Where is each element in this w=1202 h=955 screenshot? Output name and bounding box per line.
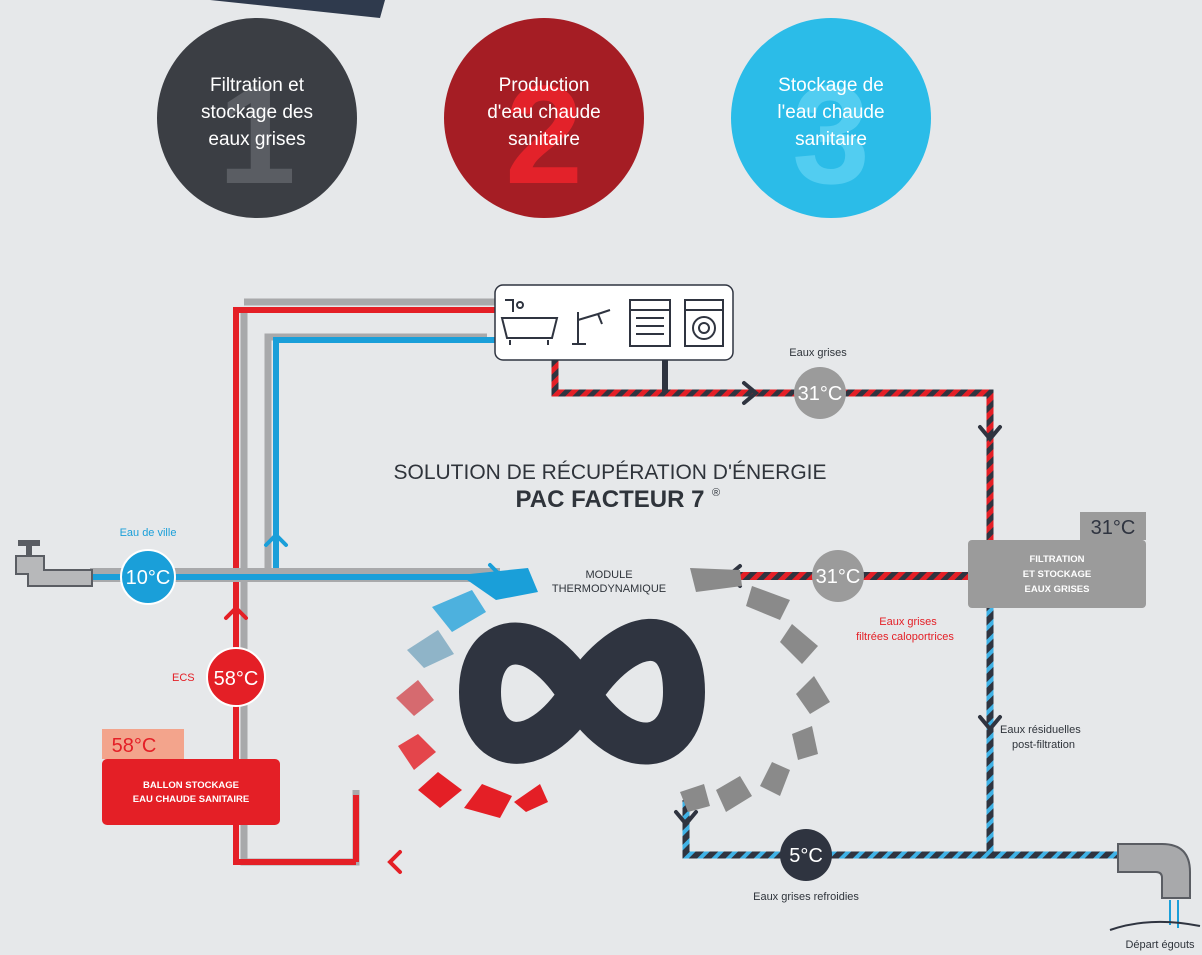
- label-eaux-grises: Eaux grises: [789, 347, 847, 359]
- ballon-temp-tag: 58°C: [112, 735, 157, 757]
- step-2-number: 2: [505, 56, 583, 213]
- top-banner-shape: [210, 0, 385, 18]
- filtration-temp-tag: 31°C: [1091, 517, 1136, 539]
- temp-cooled-value: 5°C: [789, 845, 823, 867]
- arrow-right-icon: [742, 381, 760, 405]
- step-2: 2 Production d'eau chaude sanitaire: [444, 18, 644, 218]
- step-1: 1 Filtration et stockage des eaux grises: [157, 18, 357, 218]
- ballon-line2: EAU CHAUDE SANITAIRE: [133, 794, 249, 805]
- grey-water-pipe: [551, 360, 994, 545]
- filtration-line1: FILTRATION: [1029, 554, 1084, 565]
- step-3-circle: [731, 18, 931, 218]
- step-3-number: 3: [792, 56, 870, 213]
- step-2-line1: Production: [499, 75, 590, 96]
- thermodynamic-module: MODULE THERMODYNAMIQUE: [396, 568, 830, 818]
- title-line2: PAC FACTEUR 7: [516, 486, 705, 513]
- bathtub-icon: [500, 299, 559, 345]
- title-mark: ®: [712, 487, 720, 499]
- step-3: 3 Stockage de l'eau chaude sanitaire: [731, 18, 931, 218]
- label-eau-de-ville: Eau de ville: [120, 527, 177, 539]
- filtration-line3: EAUX GRISES: [1025, 584, 1090, 595]
- step-1-line3: eaux grises: [208, 129, 305, 150]
- step-1-line2: stockage des: [201, 102, 313, 123]
- ballon-line1: BALLON STOCKAGE: [143, 780, 239, 791]
- label-filtered-1: Eaux grises: [879, 616, 937, 628]
- arrow-down-icon: [674, 810, 698, 828]
- step-2-line2: d'eau chaude: [487, 102, 601, 123]
- module-label-line1: MODULE: [585, 569, 632, 581]
- cold-water-pipe: [90, 333, 500, 582]
- arrow-up-icon: [224, 605, 248, 620]
- dishwasher-icon: [629, 299, 671, 347]
- temp-city-water: 10°C: [120, 549, 176, 605]
- appliances-panel: [494, 284, 734, 361]
- sewer-outlet-icon: [1109, 843, 1201, 931]
- step-3-line2: l'eau chaude: [777, 102, 884, 123]
- arrow-down-icon: [978, 715, 1002, 733]
- step-2-circle: [444, 18, 644, 218]
- faucet-icon: [572, 309, 611, 345]
- hot-water-pipe: [233, 298, 495, 866]
- step-1-line1: Filtration et: [210, 75, 305, 96]
- temp-grey-in-value: 31°C: [798, 383, 843, 405]
- label-ecs: ECS: [172, 672, 195, 684]
- temp-cooled: 5°C: [780, 829, 832, 881]
- step-1-number: 1: [218, 56, 296, 213]
- arrow-down-icon: [978, 425, 1002, 443]
- temp-grey-filtered: 31°C: [812, 550, 864, 602]
- module-label-line2: THERMODYNAMIQUE: [552, 583, 666, 595]
- temp-ecs: 58°C: [206, 647, 266, 707]
- temp-city-water-value: 10°C: [126, 567, 171, 589]
- arrow-left-icon: [387, 850, 402, 874]
- label-sewer: Départ égouts: [1125, 939, 1195, 951]
- washing-machine-icon: [684, 299, 724, 347]
- city-water-tap-icon: [15, 540, 93, 587]
- ballon-box: 58°C BALLON STOCKAGE EAU CHAUDE SANITAIR…: [102, 729, 280, 825]
- flow-arrows: [224, 381, 1002, 874]
- step-1-circle: [157, 18, 357, 218]
- infinity-symbol-icon: [458, 618, 706, 765]
- filtration-box: 31°C FILTRATION ET STOCKAGE EAUX GRISES: [968, 512, 1146, 608]
- temp-ecs-value: 58°C: [214, 668, 259, 690]
- step-2-line3: sanitaire: [508, 129, 580, 150]
- label-residual-1: Eaux résiduelles: [1000, 724, 1081, 736]
- temp-grey-in: 31°C: [794, 367, 846, 419]
- label-cooled: Eaux grises refroidies: [753, 891, 859, 903]
- step-3-line1: Stockage de: [778, 75, 884, 96]
- filtration-line2: ET STOCKAGE: [1023, 569, 1091, 580]
- label-residual-2: post-filtration: [1012, 739, 1075, 751]
- label-filtered-2: filtrées caloportrices: [856, 631, 954, 643]
- arrow-up-icon: [264, 532, 288, 547]
- step-3-line3: sanitaire: [795, 129, 867, 150]
- title-line1: SOLUTION DE RÉCUPÉRATION D'ÉNERGIE: [393, 461, 826, 484]
- temp-grey-filtered-value: 31°C: [816, 566, 861, 588]
- cooled-water-pipe: [682, 800, 990, 859]
